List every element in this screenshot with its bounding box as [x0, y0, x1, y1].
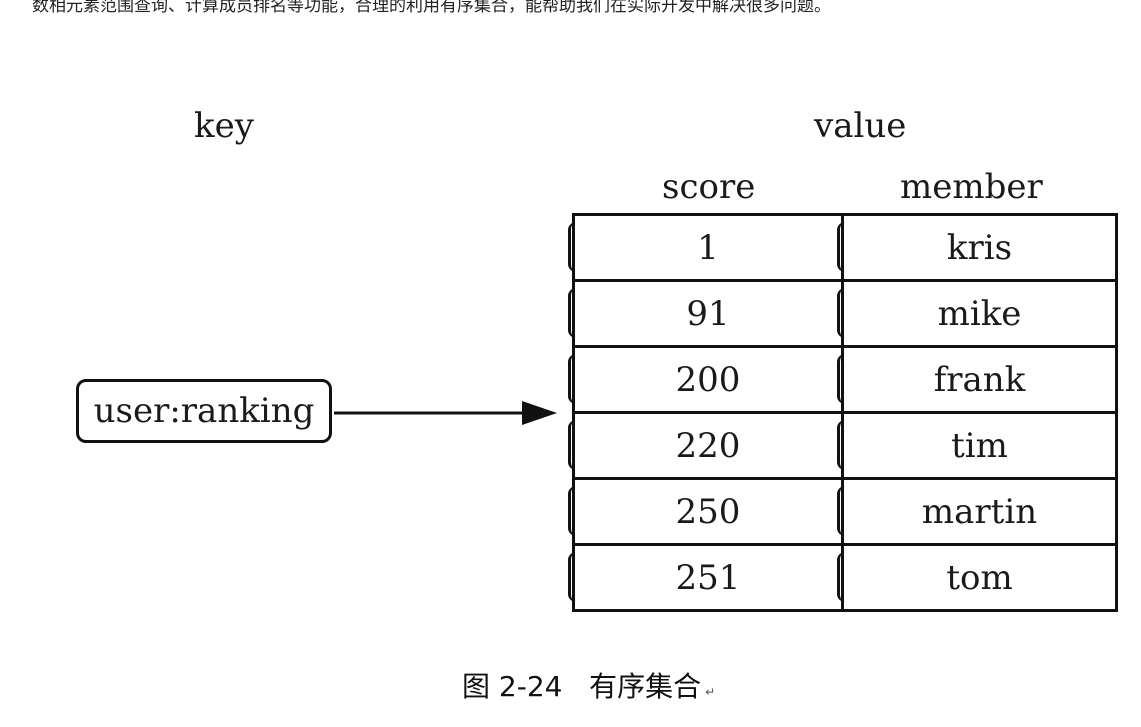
- sorted-set-table: 1 kris 91 mike 200 frank 220 tim 250 mar…: [568, 213, 1118, 612]
- return-mark-icon: ↵: [705, 685, 716, 699]
- key-name: user:ranking: [93, 391, 315, 431]
- member-cell: mike: [837, 282, 1118, 345]
- member-column-header: member: [900, 167, 1043, 207]
- table-row: 251 tom: [568, 543, 1118, 612]
- score-cell: 1: [568, 216, 844, 279]
- member-cell: kris: [837, 216, 1118, 279]
- table-row: 1 kris: [568, 213, 1118, 279]
- key-heading: key: [194, 106, 254, 146]
- member-cell: martin: [837, 480, 1118, 543]
- key-box: user:ranking: [76, 379, 332, 443]
- context-text-line: 数相元素范围查询、计算成员排名等功能，合理的利用有序集合，能帮助我们在实际开发中…: [32, 0, 831, 16]
- table-row: 91 mike: [568, 279, 1118, 345]
- score-cell: 91: [568, 282, 844, 345]
- caption-text: 图 2-24 有序集合: [462, 670, 702, 703]
- figure-caption: 图 2-24 有序集合↵: [462, 665, 715, 705]
- arrow-icon: [334, 401, 557, 425]
- score-cell: 200: [568, 348, 844, 411]
- member-cell: frank: [837, 348, 1118, 411]
- score-column-header: score: [662, 167, 756, 207]
- member-cell: tim: [837, 414, 1118, 477]
- table-row: 250 martin: [568, 477, 1118, 543]
- table-row: 220 tim: [568, 411, 1118, 477]
- value-heading: value: [814, 106, 907, 146]
- table-row: 200 frank: [568, 345, 1118, 411]
- score-cell: 250: [568, 480, 844, 543]
- member-cell: tom: [837, 546, 1118, 609]
- score-cell: 220: [568, 414, 844, 477]
- score-cell: 251: [568, 546, 844, 609]
